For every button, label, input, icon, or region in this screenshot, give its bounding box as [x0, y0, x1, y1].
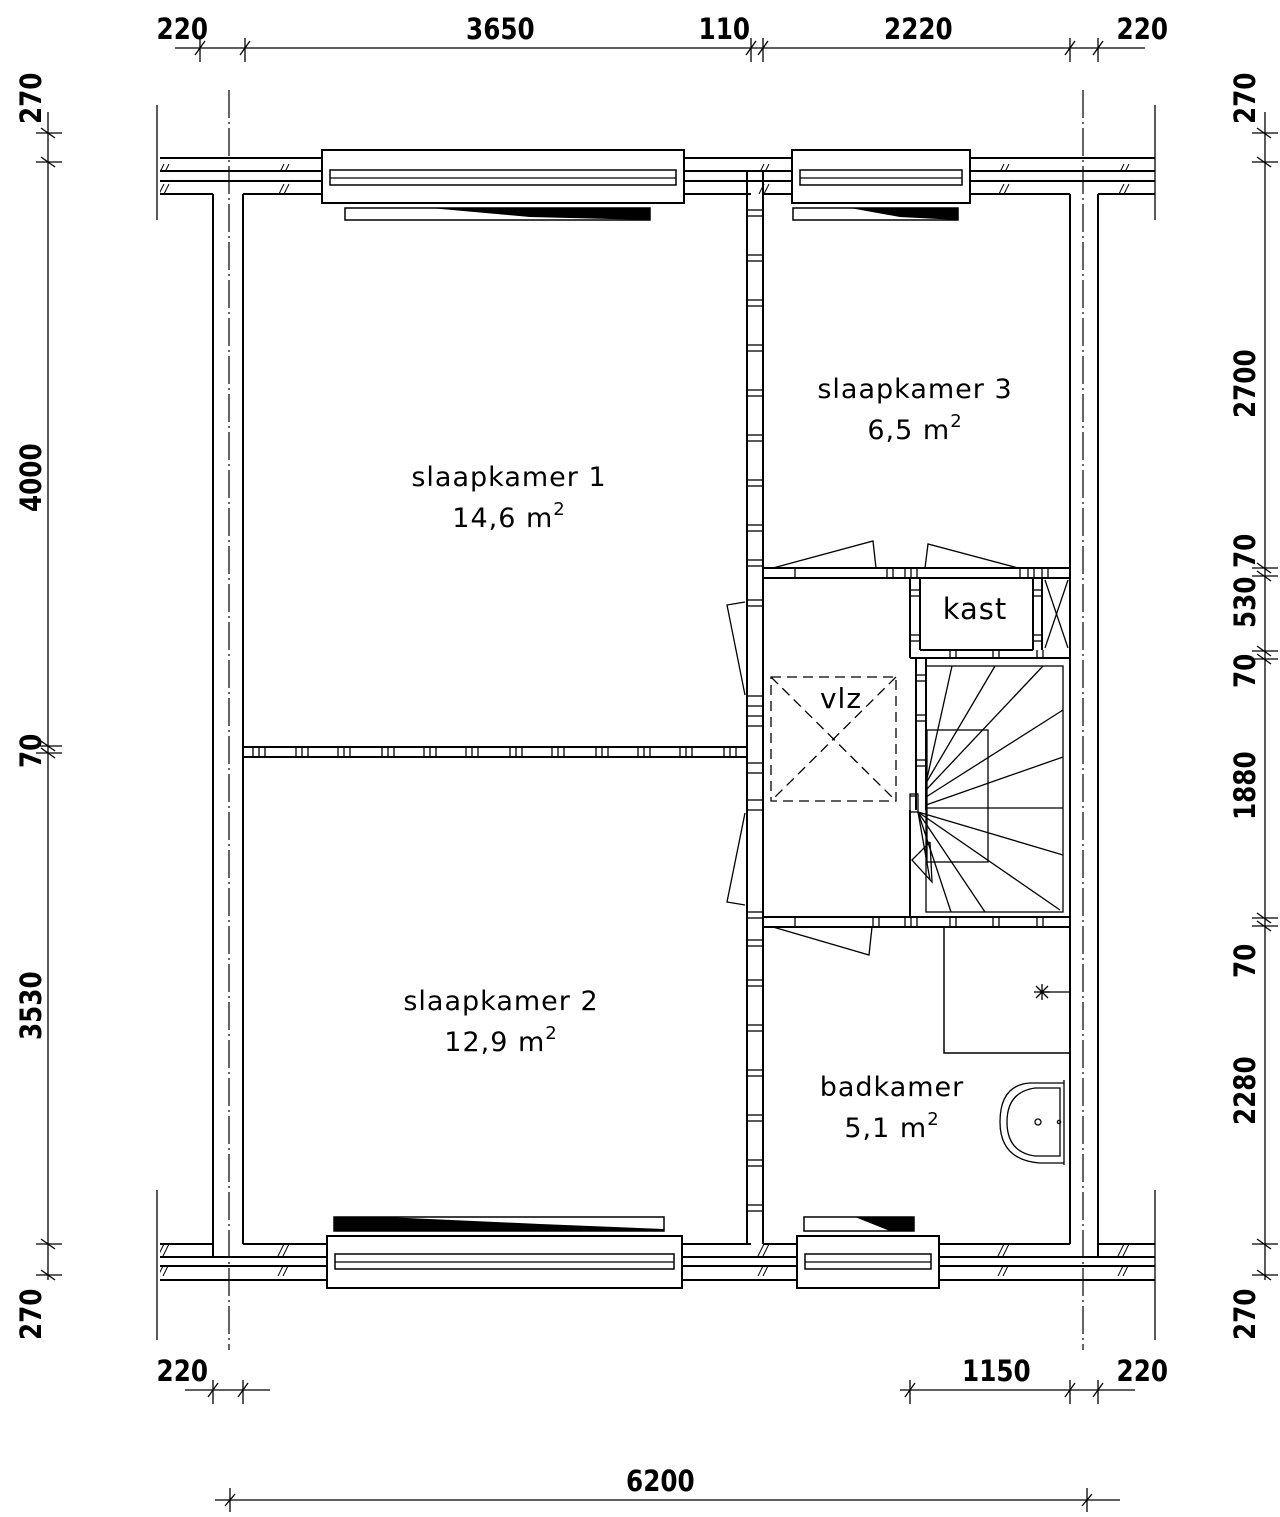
shower: [943, 927, 1070, 1054]
side-walls: [212, 194, 1099, 1257]
room-name: slaapkamer 2: [403, 986, 599, 1017]
dim-bottom-wall-left: 220: [156, 1354, 209, 1388]
dim-right-stair: 1880: [1228, 751, 1262, 820]
unit-superscript: 2: [950, 411, 963, 432]
right-dimension-line: [1252, 112, 1278, 1281]
room-area: 12,9 m2: [390, 1023, 612, 1058]
vlz-void-marker: [770, 676, 897, 802]
dim-left-bottom-wall: 270: [14, 1288, 48, 1340]
room-area: 14,6 m2: [398, 499, 620, 534]
room-area: 5,1 m2: [812, 1109, 972, 1144]
dim-left-slaapkamer2: 3530: [14, 971, 48, 1040]
window-badkamer: [796, 1216, 940, 1289]
doors: [726, 540, 1019, 956]
landing-walls: [763, 567, 1070, 928]
room-kast: kast: [942, 592, 1008, 626]
dim-right-badkamer: 2280: [1228, 1056, 1262, 1125]
dim-left-partition: 70: [14, 733, 48, 768]
bedroom-partition-wall: [243, 746, 747, 758]
dim-left-slaapkamer1: 4000: [14, 443, 48, 512]
dim-right-kast: 530: [1228, 576, 1262, 628]
room-name: slaapkamer 3: [817, 374, 1013, 405]
room-area: 6,5 m2: [804, 411, 1026, 446]
room-area-value: 12,9 m: [444, 1027, 546, 1058]
room-slaapkamer2: slaapkamer 2 12,9 m2: [390, 986, 612, 1058]
dim-left-top-wall: 270: [14, 72, 48, 124]
dim-right-bottom-wall: 270: [1228, 1288, 1262, 1340]
dim-right-slaapkamer3: 2700: [1228, 349, 1262, 418]
unit-superscript: 2: [927, 1109, 940, 1130]
unit-superscript: 2: [545, 1023, 558, 1044]
room-vlz: vlz: [819, 682, 863, 715]
window-slaapkamer2: [326, 1216, 683, 1289]
bottom-dimension-line: [185, 1380, 1135, 1512]
room-slaapkamer1: slaapkamer 1 14,6 m2: [398, 462, 620, 534]
dim-top-slaapkamer1: 3650: [466, 12, 535, 46]
top-dimension-line: [175, 38, 1145, 62]
grid-axis-lines: [156, 90, 1156, 1350]
room-area-value: 6,5 m: [867, 415, 951, 446]
room-area-value: 5,1 m: [844, 1113, 928, 1144]
dim-bottom-wall-right: 220: [1116, 1354, 1169, 1388]
dim-top-slaapkamer3: 2220: [884, 12, 953, 46]
dim-overall-width: 6200: [626, 1464, 695, 1498]
room-name: slaapkamer 1: [411, 462, 607, 493]
window-slaapkamer1: [321, 149, 685, 221]
dim-right-top-wall: 270: [1228, 72, 1262, 124]
room-area-value: 14,6 m: [452, 503, 554, 534]
central-partition-wall: [746, 171, 764, 1244]
dim-bottom-window-offset: 1150: [962, 1354, 1031, 1388]
room-badkamer: badkamer 5,1 m2: [812, 1072, 972, 1144]
unit-superscript: 2: [553, 499, 566, 520]
washbasin: [999, 1080, 1065, 1165]
dim-right-wall-70b: 70: [1228, 653, 1262, 688]
dim-right-wall-70a: 70: [1228, 533, 1262, 568]
staircase: [909, 665, 1064, 913]
room-name: badkamer: [819, 1072, 965, 1103]
left-dimension-line: [36, 112, 62, 1281]
dim-top-partition: 110: [698, 12, 751, 46]
dim-top-wall-right: 220: [1116, 12, 1169, 46]
dim-top-wall-left: 220: [156, 12, 209, 46]
room-slaapkamer3: slaapkamer 3 6,5 m2: [804, 374, 1026, 446]
window-slaapkamer3: [791, 149, 971, 221]
dim-right-wall-70c: 70: [1228, 943, 1262, 978]
